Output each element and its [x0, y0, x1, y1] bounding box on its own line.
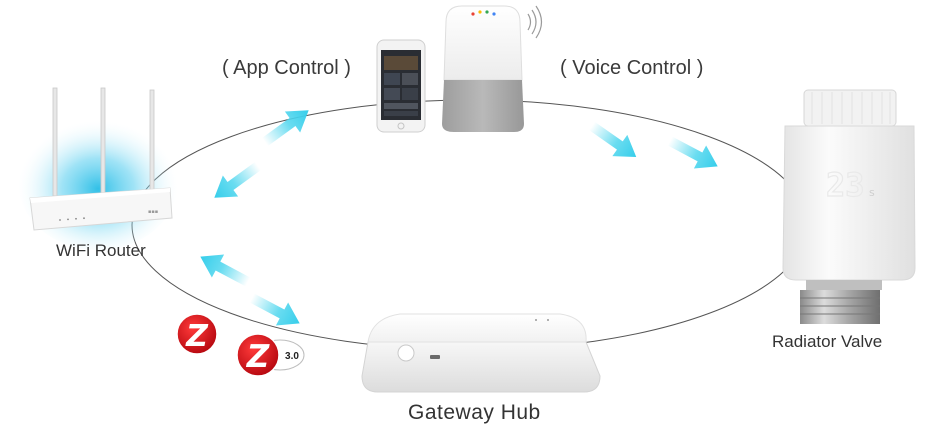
- arrow-phone-to-router: [206, 155, 266, 209]
- zigbee-badge: Z: [176, 313, 218, 355]
- zigbee-3-badge: Z 3.0: [236, 333, 305, 377]
- wifi-router-icon: ▪▪▪: [18, 87, 178, 250]
- smart-speaker-icon: [442, 5, 543, 132]
- zigbee-3-badge-letter: Z: [246, 339, 270, 375]
- connection-ring: [131, 99, 809, 351]
- valve-temperature-unit: s: [869, 186, 875, 199]
- zigbee-badge-letter: Z: [185, 319, 209, 354]
- gateway-hub-label: Gateway Hub: [408, 401, 541, 424]
- arrow-speaker-to-valve-1: [584, 115, 644, 168]
- arrow-router-to-phone: [257, 99, 317, 153]
- valve-temperature-display: 23: [826, 166, 865, 204]
- svg-text:▪▪▪: ▪▪▪: [148, 209, 158, 215]
- wifi-router-label: WiFi Router: [56, 241, 146, 260]
- smartphone-icon: [376, 39, 426, 133]
- radiator-valve-icon: [782, 89, 916, 324]
- arrow-speaker-to-valve-2: [663, 129, 724, 178]
- arrow-hub-to-router: [194, 245, 255, 294]
- gateway-hub-icon: [361, 313, 601, 393]
- app-control-label: ( App Control ): [222, 57, 351, 79]
- radiator-valve-label: Radiator Valve: [772, 332, 883, 351]
- zigbee-version-label: 3.0: [285, 351, 299, 362]
- voice-control-label: ( Voice Control ): [560, 57, 704, 79]
